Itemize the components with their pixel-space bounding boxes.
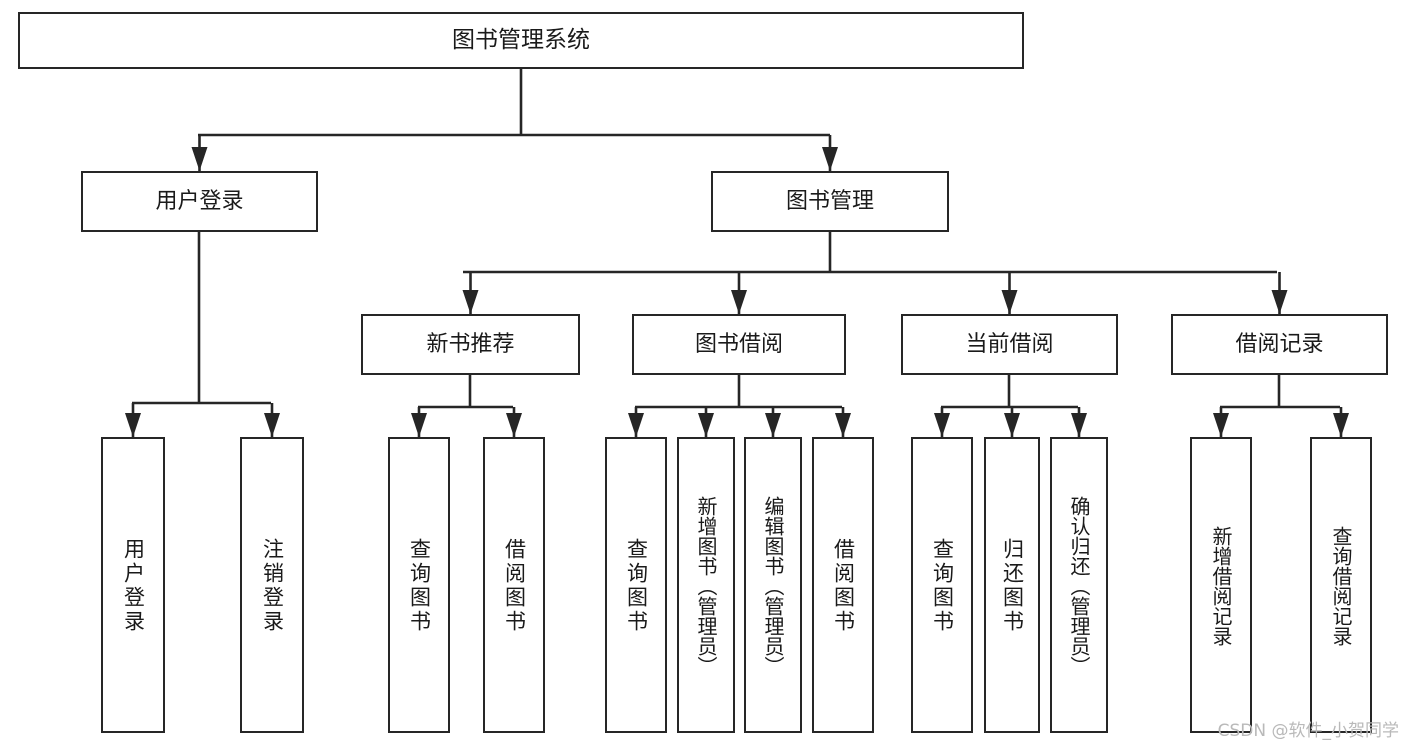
node-label-leaf-query-record: 查询借阅记录: [1329, 526, 1353, 646]
arrow-head-leaf-user-login: [125, 413, 141, 437]
arrow-head-current-borrow: [1001, 290, 1018, 314]
node-leaf-borrow-book[interactable]: 借阅图书: [812, 437, 874, 733]
node-current-borrow[interactable]: 当前借阅: [901, 314, 1118, 375]
node-leaf-logout[interactable]: 注销登录: [240, 437, 304, 733]
node-leaf-user-login[interactable]: 用户登录: [101, 437, 165, 733]
node-label-book-borrow: 图书借阅: [694, 331, 783, 357]
node-leaf-borrow-book-rec[interactable]: 借阅图书: [483, 437, 545, 733]
node-label-leaf-logout: 注销登录: [260, 538, 285, 634]
arrow-head-leaf-add-record: [1213, 413, 1229, 437]
node-new-book-recommend[interactable]: 新书推荐: [361, 314, 580, 375]
node-label-borrow-record: 借阅记录: [1235, 331, 1324, 357]
node-leaf-confirm-return[interactable]: 确认归还（管理员）: [1050, 437, 1108, 733]
node-leaf-edit-book[interactable]: 编辑图书（管理员）: [744, 437, 802, 733]
node-label-leaf-add-book: 新增图书（管理员）: [694, 496, 718, 676]
node-leaf-query-book-cur[interactable]: 查询图书: [911, 437, 973, 733]
arrow-head-book-borrow: [731, 290, 747, 314]
node-label-user-login: 用户登录: [155, 188, 244, 214]
arrow-head-leaf-return-book: [1004, 413, 1020, 437]
node-label-book-manage: 图书管理: [785, 188, 874, 214]
node-label-leaf-confirm-return: 确认归还（管理员）: [1067, 496, 1091, 676]
node-leaf-query-book-rec[interactable]: 查询图书: [388, 437, 450, 733]
node-leaf-add-book[interactable]: 新增图书（管理员）: [677, 437, 735, 733]
node-leaf-return-book[interactable]: 归还图书: [984, 437, 1040, 733]
node-root[interactable]: 图书管理系统: [18, 12, 1024, 69]
arrow-head-leaf-add-book: [698, 413, 714, 437]
node-leaf-add-record[interactable]: 新增借阅记录: [1190, 437, 1252, 733]
node-user-login[interactable]: 用户登录: [81, 171, 318, 232]
arrow-head-leaf-confirm-return: [1071, 413, 1087, 437]
arrow-head-leaf-logout: [264, 413, 280, 437]
node-label-leaf-query-book-rec: 查询图书: [407, 538, 432, 634]
arrow-head-leaf-query-book-rec: [411, 413, 427, 437]
arrow-head-leaf-query-book-cur: [934, 413, 950, 437]
arrow-head-leaf-borrow-book: [835, 413, 851, 437]
arrow-head-leaf-query-record: [1333, 413, 1349, 437]
node-label-leaf-edit-book: 编辑图书（管理员）: [761, 496, 785, 676]
node-label-leaf-return-book: 归还图书: [1000, 538, 1025, 634]
node-label-root: 图书管理系统: [452, 27, 590, 54]
node-label-leaf-query-book-cur: 查询图书: [930, 538, 955, 634]
arrow-head-borrow-record: [1271, 290, 1288, 314]
arrow-head-leaf-query-book-borrow: [628, 413, 644, 437]
node-leaf-query-record[interactable]: 查询借阅记录: [1310, 437, 1372, 733]
node-book-borrow[interactable]: 图书借阅: [632, 314, 846, 375]
node-label-leaf-add-record: 新增借阅记录: [1209, 526, 1233, 646]
node-label-leaf-borrow-book-rec: 借阅图书: [502, 538, 527, 634]
node-label-new-book-recommend: 新书推荐: [426, 331, 515, 357]
node-label-current-borrow: 当前借阅: [965, 331, 1054, 357]
node-borrow-record[interactable]: 借阅记录: [1171, 314, 1388, 375]
arrow-head-leaf-edit-book: [765, 413, 781, 437]
node-label-leaf-user-login: 用户登录: [121, 538, 146, 634]
node-book-manage[interactable]: 图书管理: [711, 171, 949, 232]
node-label-leaf-query-book-borrow: 查询图书: [624, 538, 649, 634]
node-label-leaf-borrow-book: 借阅图书: [831, 538, 856, 634]
arrow-head-leaf-borrow-book-rec: [506, 413, 522, 437]
arrow-head-user-login: [191, 147, 208, 171]
arrow-head-new-book-recommend: [462, 290, 479, 314]
arrow-head-book-manage: [822, 147, 838, 171]
node-leaf-query-book-borrow[interactable]: 查询图书: [605, 437, 667, 733]
